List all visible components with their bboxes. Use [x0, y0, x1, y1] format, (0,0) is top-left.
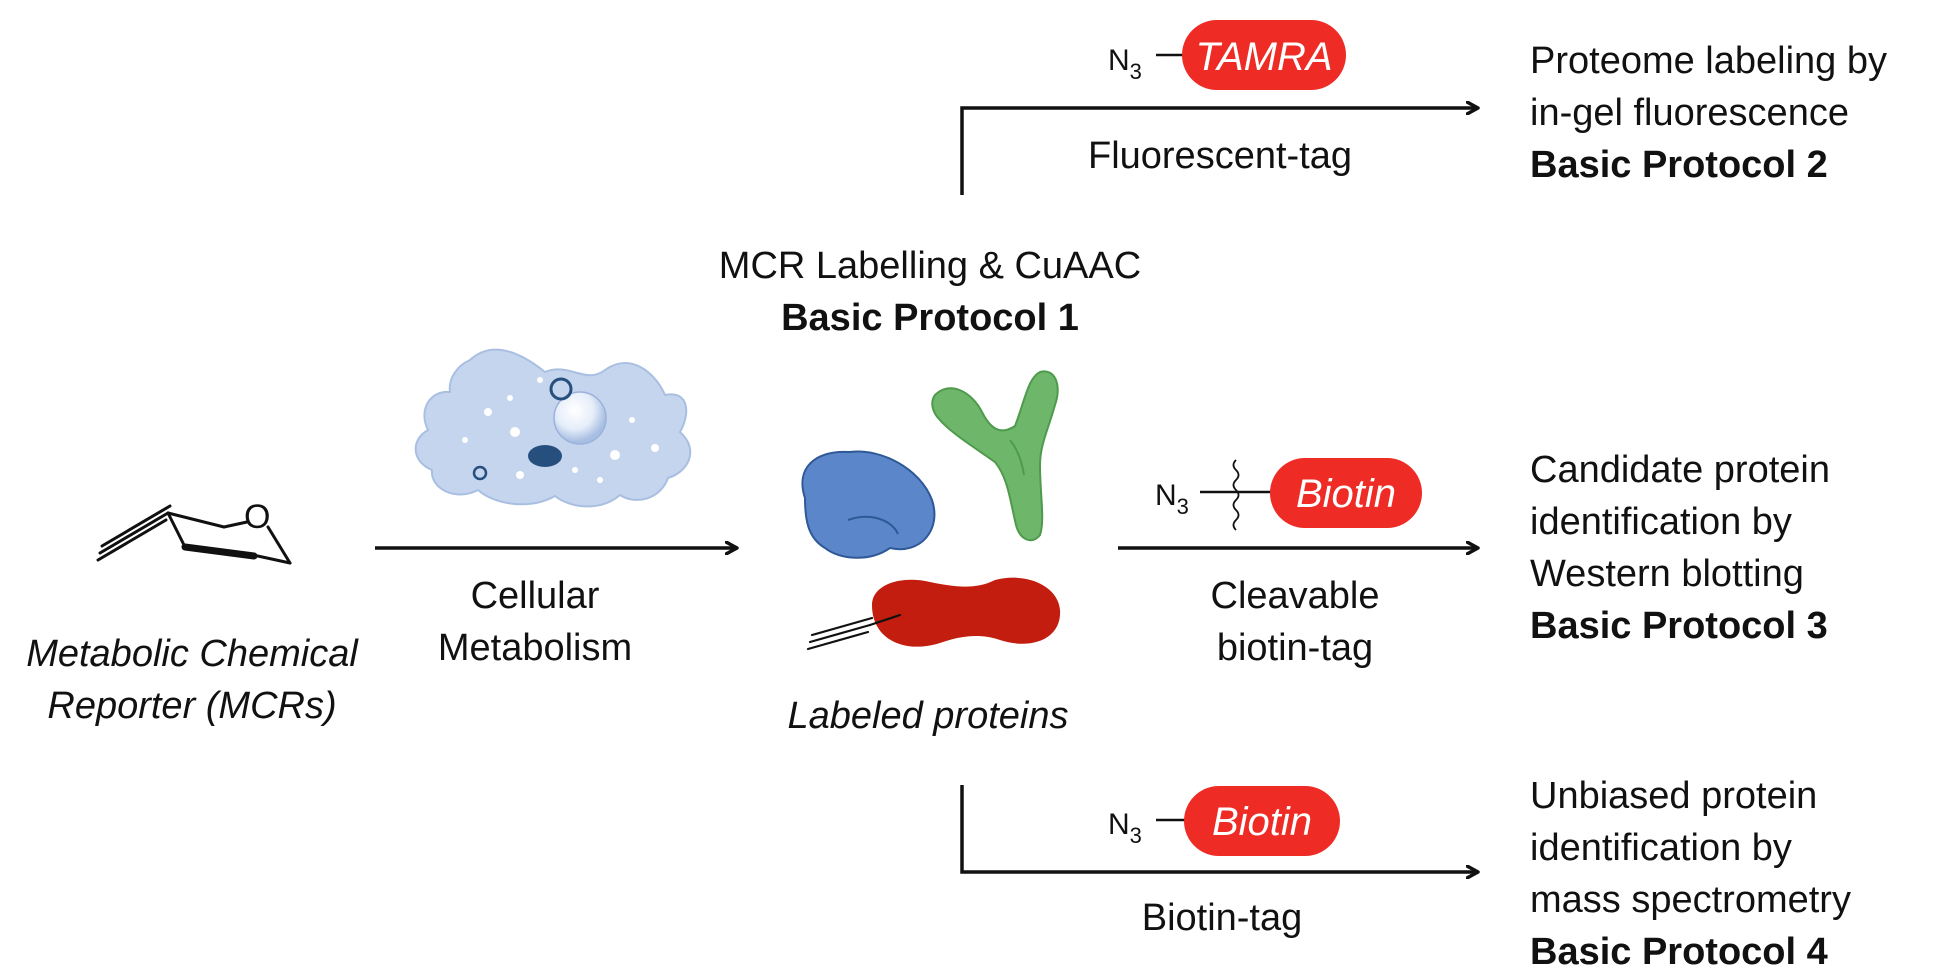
fluorescent-arrow-label: Fluorescent-tag: [1088, 135, 1352, 177]
labeled-proteins: [801, 370, 1061, 651]
fluorescent-outcome-line1: Proteome labeling by: [1530, 40, 1887, 82]
fluorescent-branch: N3 TAMRA Fluorescent-tag: [960, 20, 1478, 195]
reporter-molecule: O: [96, 498, 292, 565]
cell-nucleus: [528, 445, 562, 467]
cleavable-biotin-label: Biotin: [1296, 472, 1396, 516]
cleavable-branch: N3 Biotin Cleavable biotin-tag: [1118, 458, 1478, 669]
biotin-outcome-protocol: Basic Protocol 4: [1530, 931, 1828, 973]
fluorescent-arrow: [960, 108, 1478, 195]
cleavable-linker-icon: [1232, 459, 1240, 531]
oxygen-atom-label: O: [244, 498, 270, 536]
biotin-arrow-label: Biotin-tag: [1142, 897, 1303, 939]
blue-protein: [801, 450, 936, 559]
center-title-line1: MCR Labelling & CuAAC: [719, 245, 1141, 287]
cleavable-outcome-line3: Western blotting: [1530, 553, 1804, 595]
biotin-tag-pill: [1184, 786, 1340, 856]
biotin-tag-label: Biotin: [1212, 800, 1312, 844]
proteins-caption: Labeled proteins: [788, 695, 1069, 737]
cleavable-arrow-label-line1: Cleavable: [1211, 575, 1380, 617]
biotin-reagent-n: N3: [1108, 808, 1142, 848]
cleavable-biotin-pill: [1270, 458, 1422, 528]
fluorescent-reagent-n: N3: [1108, 44, 1142, 84]
cleavable-reagent-n: N3: [1155, 479, 1189, 519]
tamra-tag-label: TAMRA: [1195, 35, 1332, 79]
fluorescent-outcome-protocol: Basic Protocol 2: [1530, 144, 1828, 186]
red-protein: [872, 577, 1061, 647]
center-title-line2: Basic Protocol 1: [781, 297, 1079, 339]
cleavable-outcome-line1: Candidate protein: [1530, 449, 1830, 491]
reporter-caption-line1: Metabolic Chemical: [26, 633, 359, 675]
biotin-outcome-line1: Unbiased protein: [1530, 775, 1817, 817]
tamra-tag-pill: [1182, 20, 1346, 90]
metabolism-label-line1: Cellular: [471, 575, 600, 617]
biotin-arrow: [960, 785, 1478, 872]
metabolism-label-line2: Metabolism: [438, 627, 632, 669]
biotin-branch: N3 Biotin Biotin-tag: [960, 785, 1478, 939]
cleavable-outcome-line2: identification by: [1530, 501, 1792, 543]
green-protein: [931, 370, 1059, 542]
biotin-outcome-line2: identification by: [1530, 827, 1792, 869]
reporter-caption-line2: Reporter (MCRs): [47, 685, 336, 727]
fluorescent-outcome-line2: in-gel fluorescence: [1530, 92, 1849, 134]
cleavable-outcome-protocol: Basic Protocol 3: [1530, 605, 1828, 647]
cell-illustration: [414, 348, 692, 508]
cleavable-arrow-label-line2: biotin-tag: [1217, 627, 1373, 669]
biotin-outcome-line3: mass spectrometry: [1530, 879, 1851, 921]
